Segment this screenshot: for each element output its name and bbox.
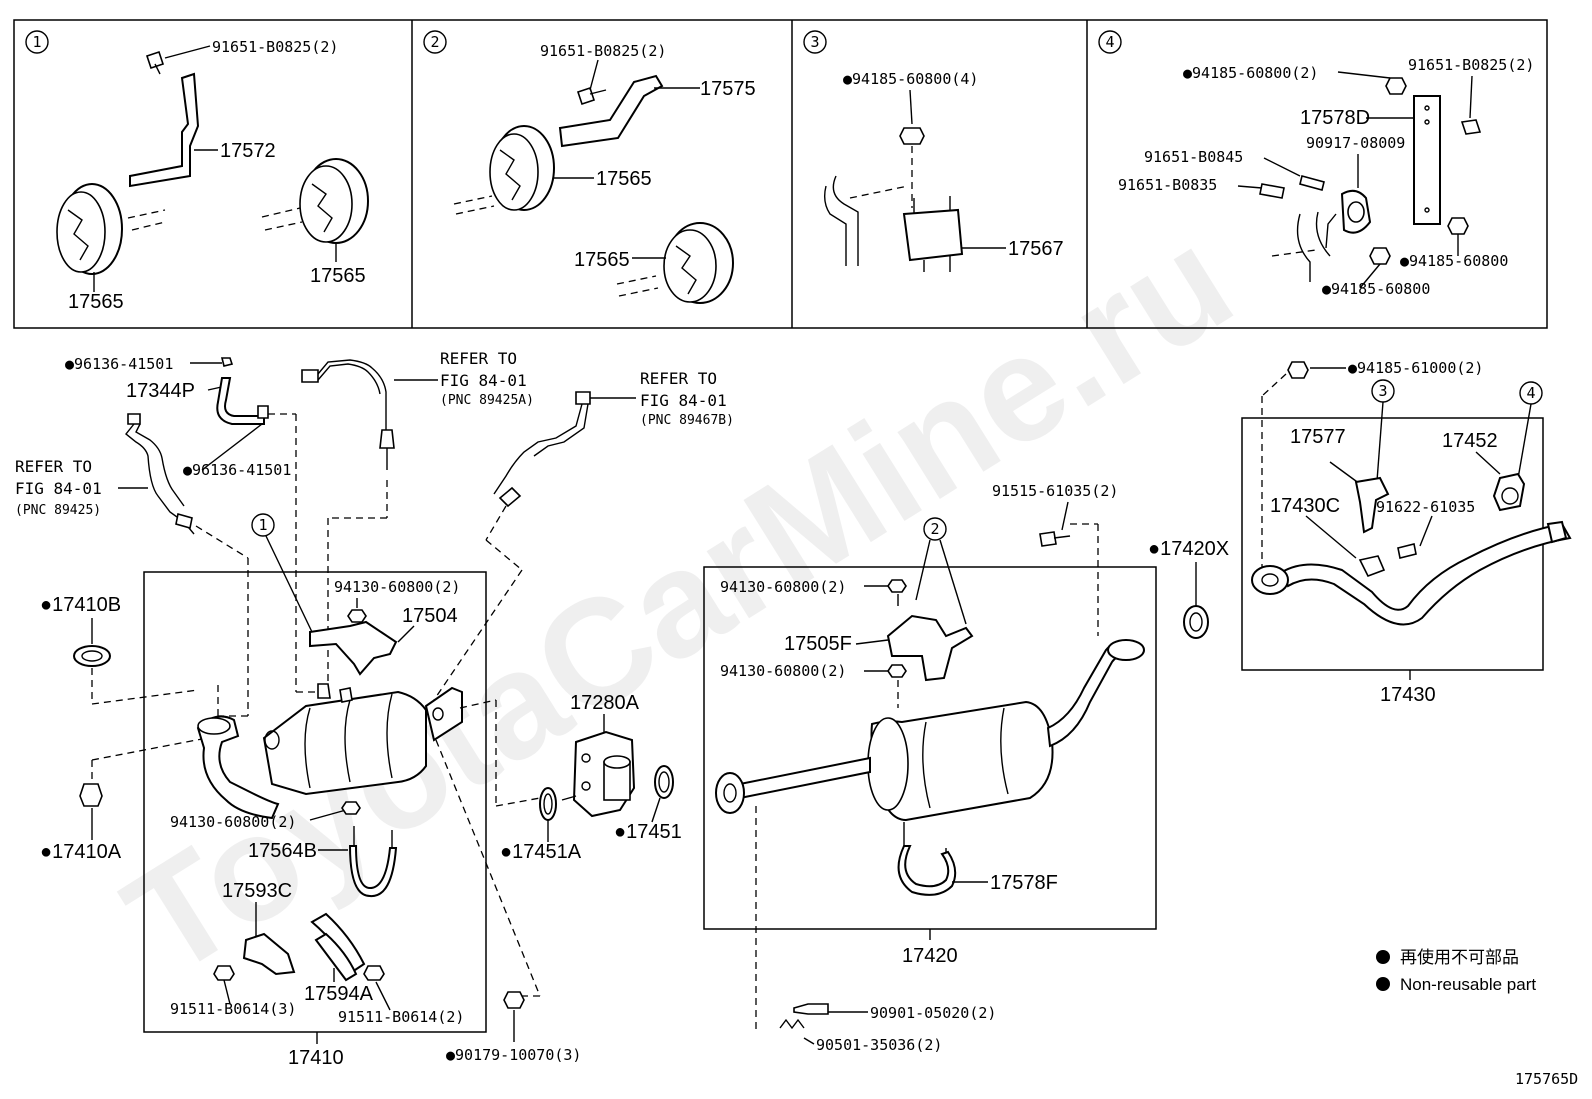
top-panels-frame (13, 19, 1548, 329)
part-label: 17280A (570, 692, 640, 714)
part-label: 90501-35036(2) (816, 1036, 942, 1054)
part-label: 94130-60800(2) (720, 578, 846, 596)
bullet-icon (1376, 950, 1390, 964)
part-label: ●17410A (40, 841, 122, 863)
part-label: 94130-60800(2) (170, 813, 296, 831)
part-label: 17565 (596, 168, 652, 190)
part-label: 91651-B0825(2) (1408, 56, 1534, 74)
bolts-bottom: 90901-05020(2) 90501-35036(2) (755, 806, 996, 1054)
part-label: 91515-61035(2) (992, 482, 1118, 500)
part-label: 91511-B0614(2) (338, 1008, 464, 1026)
part-label: ●94185-60800 (1322, 280, 1430, 298)
gaskets-left: ●17410B ●17410A (40, 594, 229, 863)
refer-text: FIG 84-01 (440, 371, 527, 390)
refer-text: REFER TO (440, 349, 517, 368)
assembly-17430: ●94185-61000(2) 17430 3 4 17577 17452 17… (1241, 359, 1572, 706)
figure-id: 175765D (1515, 1070, 1578, 1088)
sensor-group-right: REFER TO FIG 84-01 (PNC 89467B) (433, 369, 734, 701)
part-label: 17572 (220, 140, 276, 162)
refer-note: (PNC 89425) (15, 503, 101, 518)
legend: 再使用不可部品 Non-reusable part (1376, 947, 1536, 994)
part-label: 17578D (1300, 107, 1370, 129)
refer-text: REFER TO (640, 369, 717, 388)
part-label: 17577 (1290, 426, 1346, 448)
part-label: 17578F (990, 872, 1058, 894)
bullet-icon (1376, 977, 1390, 991)
panel-number: 2 (430, 33, 439, 51)
callout-number: 3 (1378, 382, 1387, 400)
refer-note: (PNC 89467B) (640, 413, 734, 428)
refer-text: REFER TO (15, 457, 92, 476)
part-label: 17567 (1008, 238, 1064, 260)
assembly-17420: 17420 2 94130-60800(2) 17505F 94130-6080… (703, 517, 1157, 967)
part-label: 94130-60800(2) (720, 662, 846, 680)
panel-number: 1 (32, 33, 41, 51)
valve-17280A: 17280A ●17451A ●17451 (500, 692, 682, 863)
callout-number: 2 (930, 520, 939, 538)
refer-text: FIG 84-01 (640, 391, 727, 410)
panel-number: 4 (1105, 33, 1114, 51)
gasket-17420X: ●17420X (1148, 538, 1229, 639)
part-label: ●17451 (614, 821, 682, 843)
nut-90179: ●90179-10070(3) (435, 739, 581, 1064)
panel-3: 3 ●94185-60800(4) 17567 (803, 30, 1064, 272)
part-label: 90917-08009 (1306, 134, 1405, 152)
part-label: 91651-B0835 (1118, 176, 1217, 194)
part-label: ●90179-10070(3) (446, 1046, 581, 1064)
assembly-label: 17420 (902, 945, 958, 967)
part-label: ●94185-60800(4) (843, 70, 978, 88)
assembly-label: 17410 (288, 1047, 344, 1069)
part-label: 91651-B0825(2) (540, 42, 666, 60)
part-label: 17564B (248, 840, 317, 862)
part-label: ●17410B (40, 594, 121, 616)
part-label: ●96136-41501 (65, 355, 173, 373)
part-label: 90901-05020(2) (870, 1004, 996, 1022)
part-label: ●17420X (1148, 538, 1229, 560)
part-label: ●94185-60800 (1400, 252, 1508, 270)
callout-number: 4 (1526, 384, 1535, 402)
refer-text: FIG 84-01 (15, 479, 102, 498)
panel-2: 2 91651-B0825(2) 17575 17565 17565 (423, 30, 756, 304)
part-label: 17575 (700, 78, 756, 100)
bolt-91515: 91515-61035(2) (992, 482, 1118, 547)
part-label: ●96136-41501 (183, 461, 291, 479)
part-label: 91651-B0825(2) (212, 38, 338, 56)
part-label: 17565 (310, 265, 366, 287)
refer-note: (PNC 89425A) (440, 393, 534, 408)
part-label: 17593C (222, 880, 292, 902)
part-label: 17565 (574, 249, 630, 271)
part-label: 17594A (304, 983, 374, 1005)
sensor-group-center: REFER TO FIG 84-01 (PNC 89425A) (301, 349, 534, 692)
part-label: 91651-B0845 (1144, 148, 1243, 166)
legend-text: Non-reusable part (1400, 975, 1536, 994)
panel-4: 4 ●94185-60800(2) 91651-B0825(2) 17578D … (1098, 30, 1534, 298)
legend-text: 再使用不可部品 (1400, 947, 1519, 967)
part-label: 17504 (402, 605, 458, 627)
part-label: ●94185-61000(2) (1348, 359, 1483, 377)
part-label: 17344P (126, 380, 195, 402)
part-label: ●94185-60800(2) (1183, 64, 1318, 82)
part-label: 17565 (68, 291, 124, 313)
part-label: ●17451A (500, 841, 582, 863)
callout-number: 1 (258, 516, 267, 534)
assembly-17410: 17410 1 94130-60800(2) 17504 94130-60800… (143, 513, 541, 1069)
part-label: 94130-60800(2) (334, 578, 460, 596)
part-label: 17452 (1442, 430, 1498, 452)
part-label: 91622-61035 (1376, 498, 1475, 516)
sensor-group-left: ●96136-41501 17344P ●96136-41501 REFER T… (15, 355, 322, 717)
assembly-label: 17430 (1380, 684, 1436, 706)
panel-number: 3 (810, 33, 819, 51)
panel-1: 1 91651-B0825(2) 17572 17565 17565 (25, 30, 369, 313)
part-label: 91511-B0614(3) (170, 1000, 296, 1018)
part-label: 17505F (784, 633, 852, 655)
part-label: 17430C (1270, 495, 1340, 517)
